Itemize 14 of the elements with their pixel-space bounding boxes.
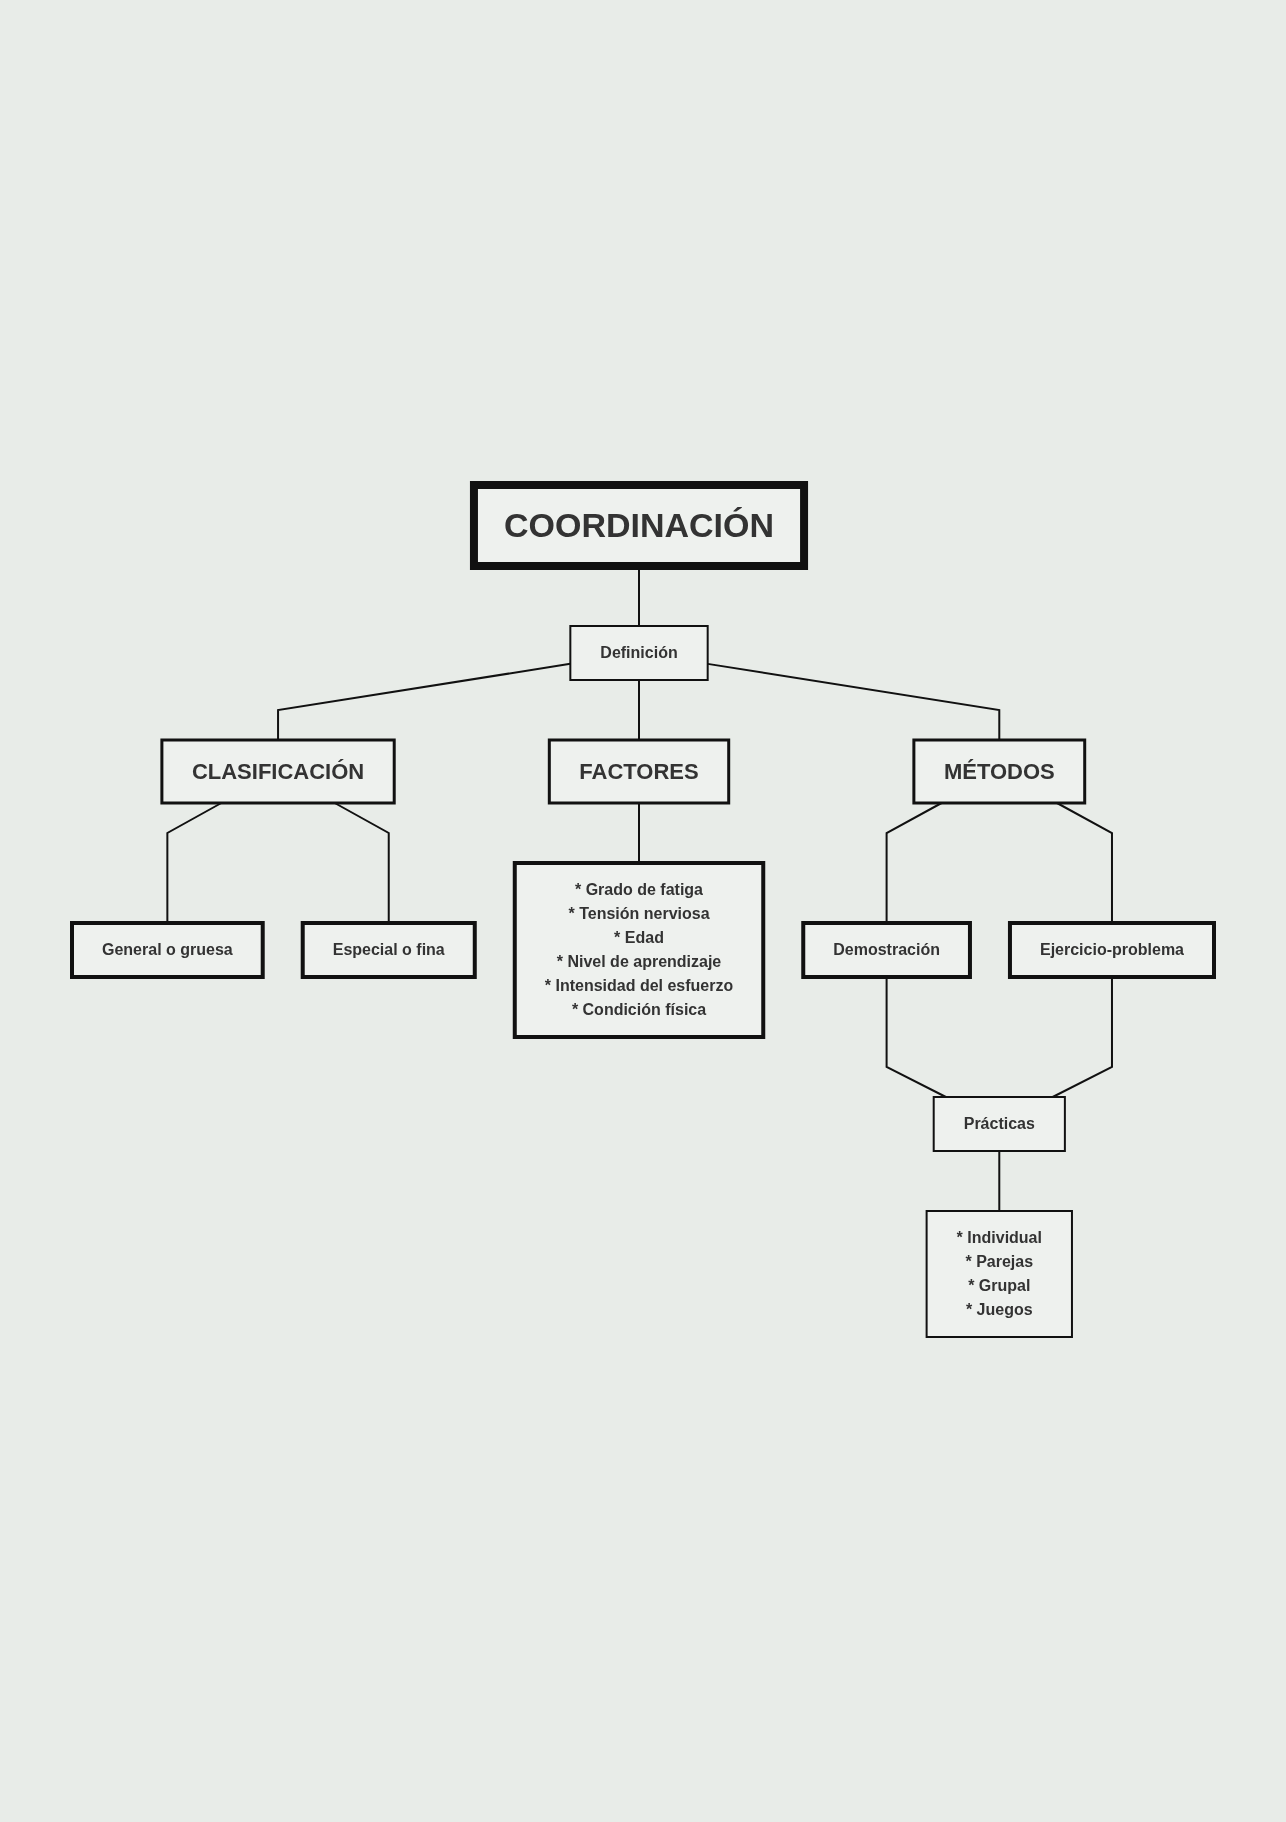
node-box: Ejercicio-problema — [1007, 921, 1216, 979]
node-box: * Grado de fatiga * Tensión nerviosa * Edad * Nivel de aprendizaje * Intensidad del esfuerzo * Condición física — [512, 861, 766, 1039]
node-box: General o gruesa — [70, 921, 265, 979]
node-box: MÉTODOS — [912, 738, 1087, 805]
node-box: Prácticas — [932, 1096, 1066, 1152]
node-box: Especial o fina — [300, 921, 477, 979]
connector — [998, 1150, 1001, 1212]
node-box: COORDINACIÓN — [469, 481, 809, 570]
node-box: * Individual * Parejas * Grupal * Juegos — [925, 1210, 1073, 1338]
node-box: Demostración — [801, 921, 972, 979]
connector — [638, 679, 640, 741]
node-box: CLASIFICACIÓN — [160, 738, 396, 805]
node-box: FACTORES — [547, 738, 731, 805]
node-box: Definición — [569, 625, 709, 681]
